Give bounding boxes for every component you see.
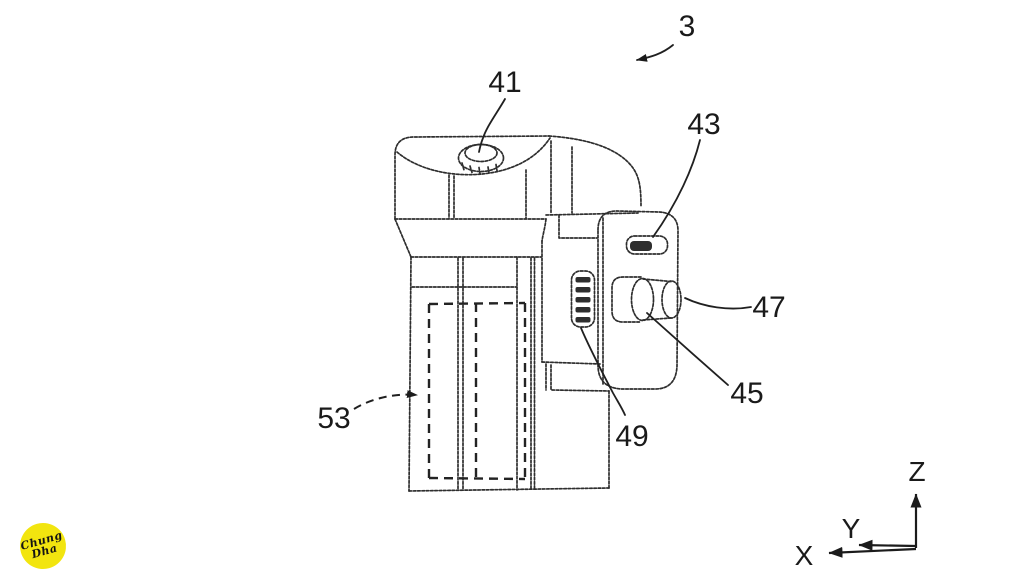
battery-dashed-top [428,301,526,306]
lower-step-edge [551,389,610,392]
neck-left-slant [394,218,412,258]
top-dial-41 [457,143,505,175]
side-panel [597,210,679,390]
dial-knurl-ticks [461,162,498,175]
leader-45 [646,312,729,386]
record-slot-43 [625,235,669,255]
top-cap-face-lines [448,140,573,219]
grip-handle [408,256,610,492]
leader-53 [353,390,418,410]
control-knob-45-47 [611,276,682,323]
handle-side-lines [530,257,536,490]
label-41: 41 [488,66,521,99]
z-axis-label: Z [908,456,925,487]
label-43: 43 [687,108,720,141]
knob-base [611,276,642,323]
handle-bottom-edge [408,487,610,492]
thumbwheel-outline [570,270,596,328]
handle-left-edge [408,256,412,492]
leader-49 [580,327,626,416]
top-face-front-curve [396,137,551,176]
thumbwheel-ridge [575,317,591,323]
label-53: 53 [317,402,350,435]
y-axis-label: Y [842,513,861,544]
x-axis-label: X [795,540,814,571]
leader-47 [684,297,752,310]
reference-labels: 3 41 43 47 45 49 53 [317,10,785,453]
camera-grip-device [394,135,682,492]
top-cap-right-sweep [548,135,642,208]
neck-right-slant [541,218,547,242]
bracket-step-top [558,214,598,239]
battery-dashed-bottom [428,476,526,481]
coordinate-axes: X Y Z [795,456,926,571]
leader-3 [636,44,674,62]
leader-43 [652,139,701,238]
label-3: 3 [679,10,696,43]
thumbwheel-ridge [575,277,591,283]
leader-41 [478,98,506,153]
top-cap [394,135,642,220]
label-45: 45 [730,377,763,410]
knob-outer-face [661,280,682,319]
bracket-bottom-edge [541,361,601,365]
handle-center-lines [457,257,464,491]
slot-outline [625,235,669,255]
top-cap-bottom-edge [394,212,639,220]
knob-barrel-lines [642,278,672,321]
y-axis-arrow [858,539,917,551]
neck [394,218,547,258]
top-cap-left-top-edge [394,135,550,220]
label-47: 47 [752,291,785,324]
leader-lines [353,44,752,416]
battery-compartment-hidden-53 [427,301,527,481]
label-49: 49 [615,420,648,453]
slot-dark-bar [630,241,652,251]
thumbwheel-49 [570,270,596,328]
mount-bracket [541,214,610,489]
thumbwheel-ridge [575,307,591,313]
panel-outline [597,210,679,390]
knob-mid-ring [630,277,655,322]
thumbwheel-ridge [575,297,591,303]
thumbwheel-ridge [575,287,591,293]
x-axis-arrow [828,546,917,558]
bracket-step-lines [545,363,552,391]
